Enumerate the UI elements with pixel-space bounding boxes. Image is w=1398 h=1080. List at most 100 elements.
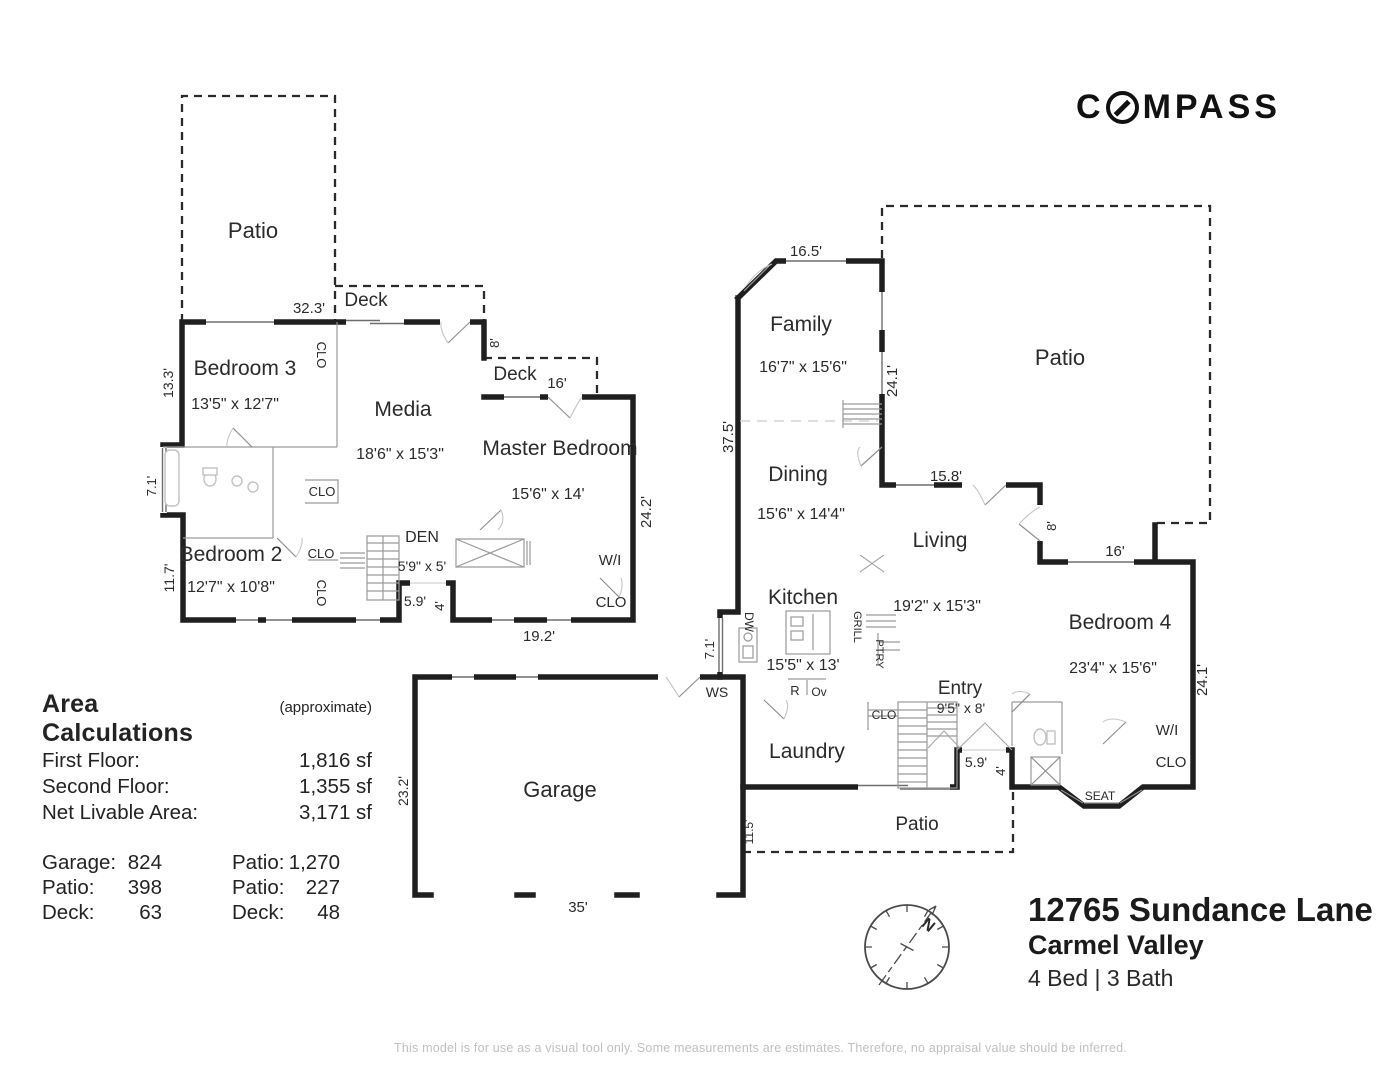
second-floor-windows [160,318,582,624]
dim-8-f1: 8' [1044,521,1059,531]
label-deck-right: Deck [493,364,537,385]
dim-13-3: 13.3' [160,368,176,398]
dim-bedroom-2: 12'7" x 10'8" [187,579,275,596]
extra-value: 63 [139,901,162,924]
label-ptry: PTRY [873,639,885,669]
area-calculations: Area Calculations (approximate) First Fl… [42,690,372,925]
extra-row-garage: Garage: 824 [42,850,162,875]
logo-letters-rest: MPASS [1142,88,1281,126]
patio-deck-dashed-outline [180,94,599,397]
dim-living: 19'2" x 15'3" [893,598,981,615]
extra-label: Patio: [232,876,285,899]
first-floor-interior-details [665,263,1143,804]
dim-16-deck: 16' [547,375,567,392]
label-bedroom-4: Bedroom 4 [1069,611,1172,634]
dim-11-5: 11.5' [742,820,756,845]
dim-kitchen: 15'5" x 13' [766,657,839,674]
disclaimer-text: This model is for use as a visual tool o… [394,1041,1127,1055]
label-seat: SEAT [1085,789,1116,803]
area-row-first-floor: First Floor: 1,816 sf [42,748,372,774]
area-row-label: First Floor: [42,749,140,772]
extra-label: Deck: [232,901,285,924]
compass-north-label: N [918,915,938,935]
dim-5-9-f1: 5.9' [965,754,987,770]
extra-value: 227 [305,876,340,899]
label-dw: DW [742,612,756,633]
label-deck-top: Deck [344,290,388,311]
label-wi-f2: W/I [599,552,622,569]
dim-4-f2: 4' [432,601,447,611]
area-row-value: 1,816 sf [299,749,372,772]
extra-label: Patio: [42,876,95,899]
area-row-label: Second Floor: [42,775,170,798]
label-wi-clo-f1: CLO [1156,754,1187,771]
label-clo-mid: CLO [308,546,335,561]
dim-den: 5'9" x 5' [398,558,446,574]
listing-address: 12765 Sundance Lane [1028,891,1373,928]
label-patio-large: Patio [1035,345,1085,370]
label-clo-low: CLO [314,580,329,607]
label-master-bedroom: Master Bedroom [482,437,637,460]
label-ws: WS [706,684,729,700]
area-row-second-floor: Second Floor: 1,355 sf [42,774,372,800]
dim-16-f1: 16' [1105,543,1125,560]
label-kitchen: Kitchen [768,586,838,609]
label-family: Family [770,313,832,336]
extra-label: Deck: [42,901,95,924]
dim-entry: 9'5" x 8' [937,700,985,716]
compass-center-tick [900,942,914,952]
label-clo-top: CLO [314,342,329,369]
extra-row-deck-48: Deck: 48 [232,900,340,925]
dim-8-f2: 8' [487,338,502,348]
dim-15-8: 15.8' [930,468,962,485]
dim-bedroom-4: 23'4" x 15'6" [1069,660,1157,677]
area-calc-subtitle: (approximate) [279,699,372,716]
area-extras-right: Patio: 1,270 Patio: 227 Deck: 48 [232,850,340,925]
dim-7-1-f1: 7.1' [702,639,717,660]
second-floor-interior-details [163,321,623,601]
extra-value: 1,270 [288,851,340,874]
dim-16-5: 16.5' [790,243,822,260]
compass-rose: N [864,904,950,990]
compass-o-icon [1105,91,1139,124]
dim-bedroom-3: 13'5" x 12'7" [191,396,279,413]
dim-32-3: 32.3' [293,300,325,317]
dim-37-5: 37.5' [720,421,737,453]
first-floor-windows [452,257,1134,791]
extra-value: 48 [317,901,340,924]
garage-walls [412,674,746,898]
label-dining: Dining [768,463,828,486]
label-wi-clo-f2: CLO [596,594,627,611]
compass-needle-arrowhead [928,905,937,916]
first-floor-plan: 16.5' Family 16'7" x 15'6" Patio 24.1' 3… [395,204,1212,916]
area-row-value: 3,171 sf [299,801,372,824]
dim-7-1-f2: 7.1' [144,476,159,497]
label-patio-f2: Patio [228,218,278,243]
dim-11-7: 11.7' [161,564,177,593]
label-den: DEN [405,529,439,546]
label-wi-f1: W/I [1156,722,1179,739]
area-row-label: Net Livable Area: [42,801,199,824]
dim-4-f1: 4' [993,766,1008,776]
dim-5-9-f2: 5.9' [404,593,426,609]
label-living: Living [913,529,968,552]
extra-value: 398 [127,876,162,899]
listing-beds-baths: 4 Bed | 3 Bath [1028,965,1174,991]
label-patio-bottom: Patio [895,814,938,835]
dim-23-2: 23.2' [395,776,411,806]
extra-label: Patio: [232,851,285,874]
area-row-net-livable: Net Livable Area: 3,171 sf [42,800,372,826]
second-floor-labels: Patio Deck 32.3' Deck 16' 8' Bedroom 3 1… [144,218,655,645]
dim-family: 16'7" x 15'6" [759,359,847,376]
area-row-value: 1,355 sf [299,775,372,798]
extra-value: 824 [127,851,162,874]
label-range: R [790,683,799,698]
patio-dashed-outline-bottom [743,787,1015,854]
dim-24-1-b: 24.1' [1194,664,1211,696]
label-grill: GRILL [851,611,863,643]
extra-row-deck-63: Deck: 63 [42,900,162,925]
extra-label: Garage: [42,851,117,874]
